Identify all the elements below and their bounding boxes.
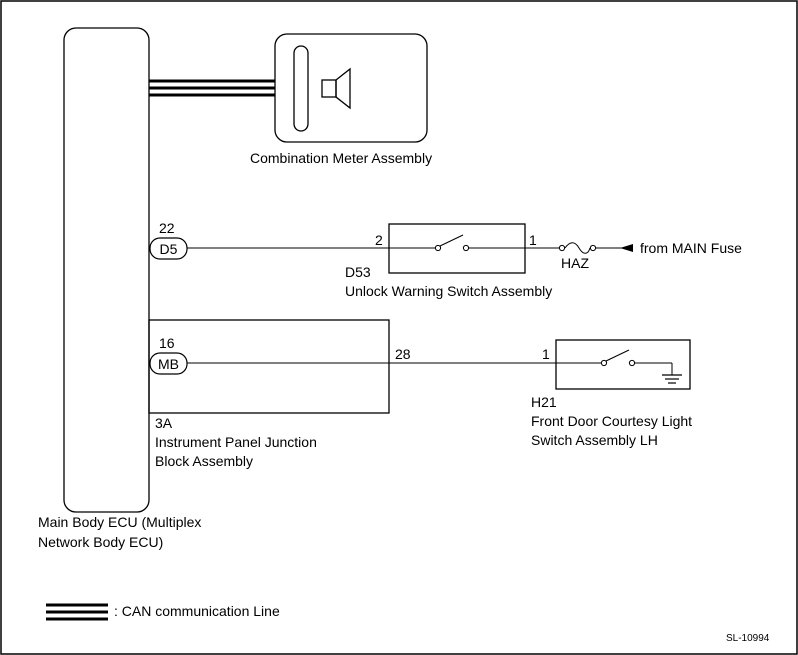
- junction-block-label-line1: Instrument Panel Junction: [155, 434, 317, 450]
- ground-icon: [662, 374, 682, 384]
- meter-gauge-icon: [293, 45, 309, 132]
- courtesy-switch-label-line1: Front Door Courtesy Light: [531, 413, 692, 429]
- connector-mb-label: MB: [158, 356, 179, 372]
- courtesy-switch-symbol-icon: [556, 349, 673, 375]
- can-bus-lines: [149, 79, 276, 97]
- courtesy-switch-code: H21: [531, 394, 557, 410]
- mb-pin-number: 16: [159, 335, 175, 351]
- unlock-switch-label: Unlock Warning Switch Assembly: [345, 283, 552, 299]
- unlock-switch-symbol-icon: [389, 234, 525, 252]
- junction-block-box: [148, 319, 390, 414]
- legend-can-line-icon: [46, 603, 108, 621]
- legend-can-label: : CAN communication Line: [114, 603, 280, 619]
- connector-d5-label: D5: [160, 241, 178, 257]
- combination-meter-box: [274, 33, 428, 143]
- unlock-switch-pin-left: 2: [375, 232, 383, 248]
- junction-pin-out: 28: [395, 346, 411, 362]
- main-body-ecu-box: [63, 27, 150, 513]
- meter-label: Combination Meter Assembly: [250, 150, 432, 166]
- courtesy-switch-label-line2: Switch Assembly LH: [531, 432, 658, 448]
- courtesy-switch-pin: 1: [542, 346, 550, 362]
- junction-block-code: 3A: [155, 415, 173, 431]
- unlock-switch-code: D53: [345, 264, 371, 280]
- junction-block-label-line2: Block Assembly: [155, 453, 253, 469]
- courtesy-light-switch-box: [555, 339, 691, 390]
- buzzer-icon: [321, 67, 351, 110]
- figure-id: SL-10994: [726, 633, 770, 644]
- ecu-label-line2: Network Body ECU): [38, 534, 163, 550]
- fuse-icon: [558, 242, 597, 254]
- unlock-switch-pin-right: 1: [529, 232, 537, 248]
- d5-pin-number: 22: [159, 220, 175, 236]
- arrow-left-icon: [620, 244, 633, 252]
- fuse-label: HAZ: [561, 255, 589, 271]
- source-label: from MAIN Fuse: [640, 240, 742, 256]
- ecu-label-line1: Main Body ECU (Multiplex: [38, 514, 201, 530]
